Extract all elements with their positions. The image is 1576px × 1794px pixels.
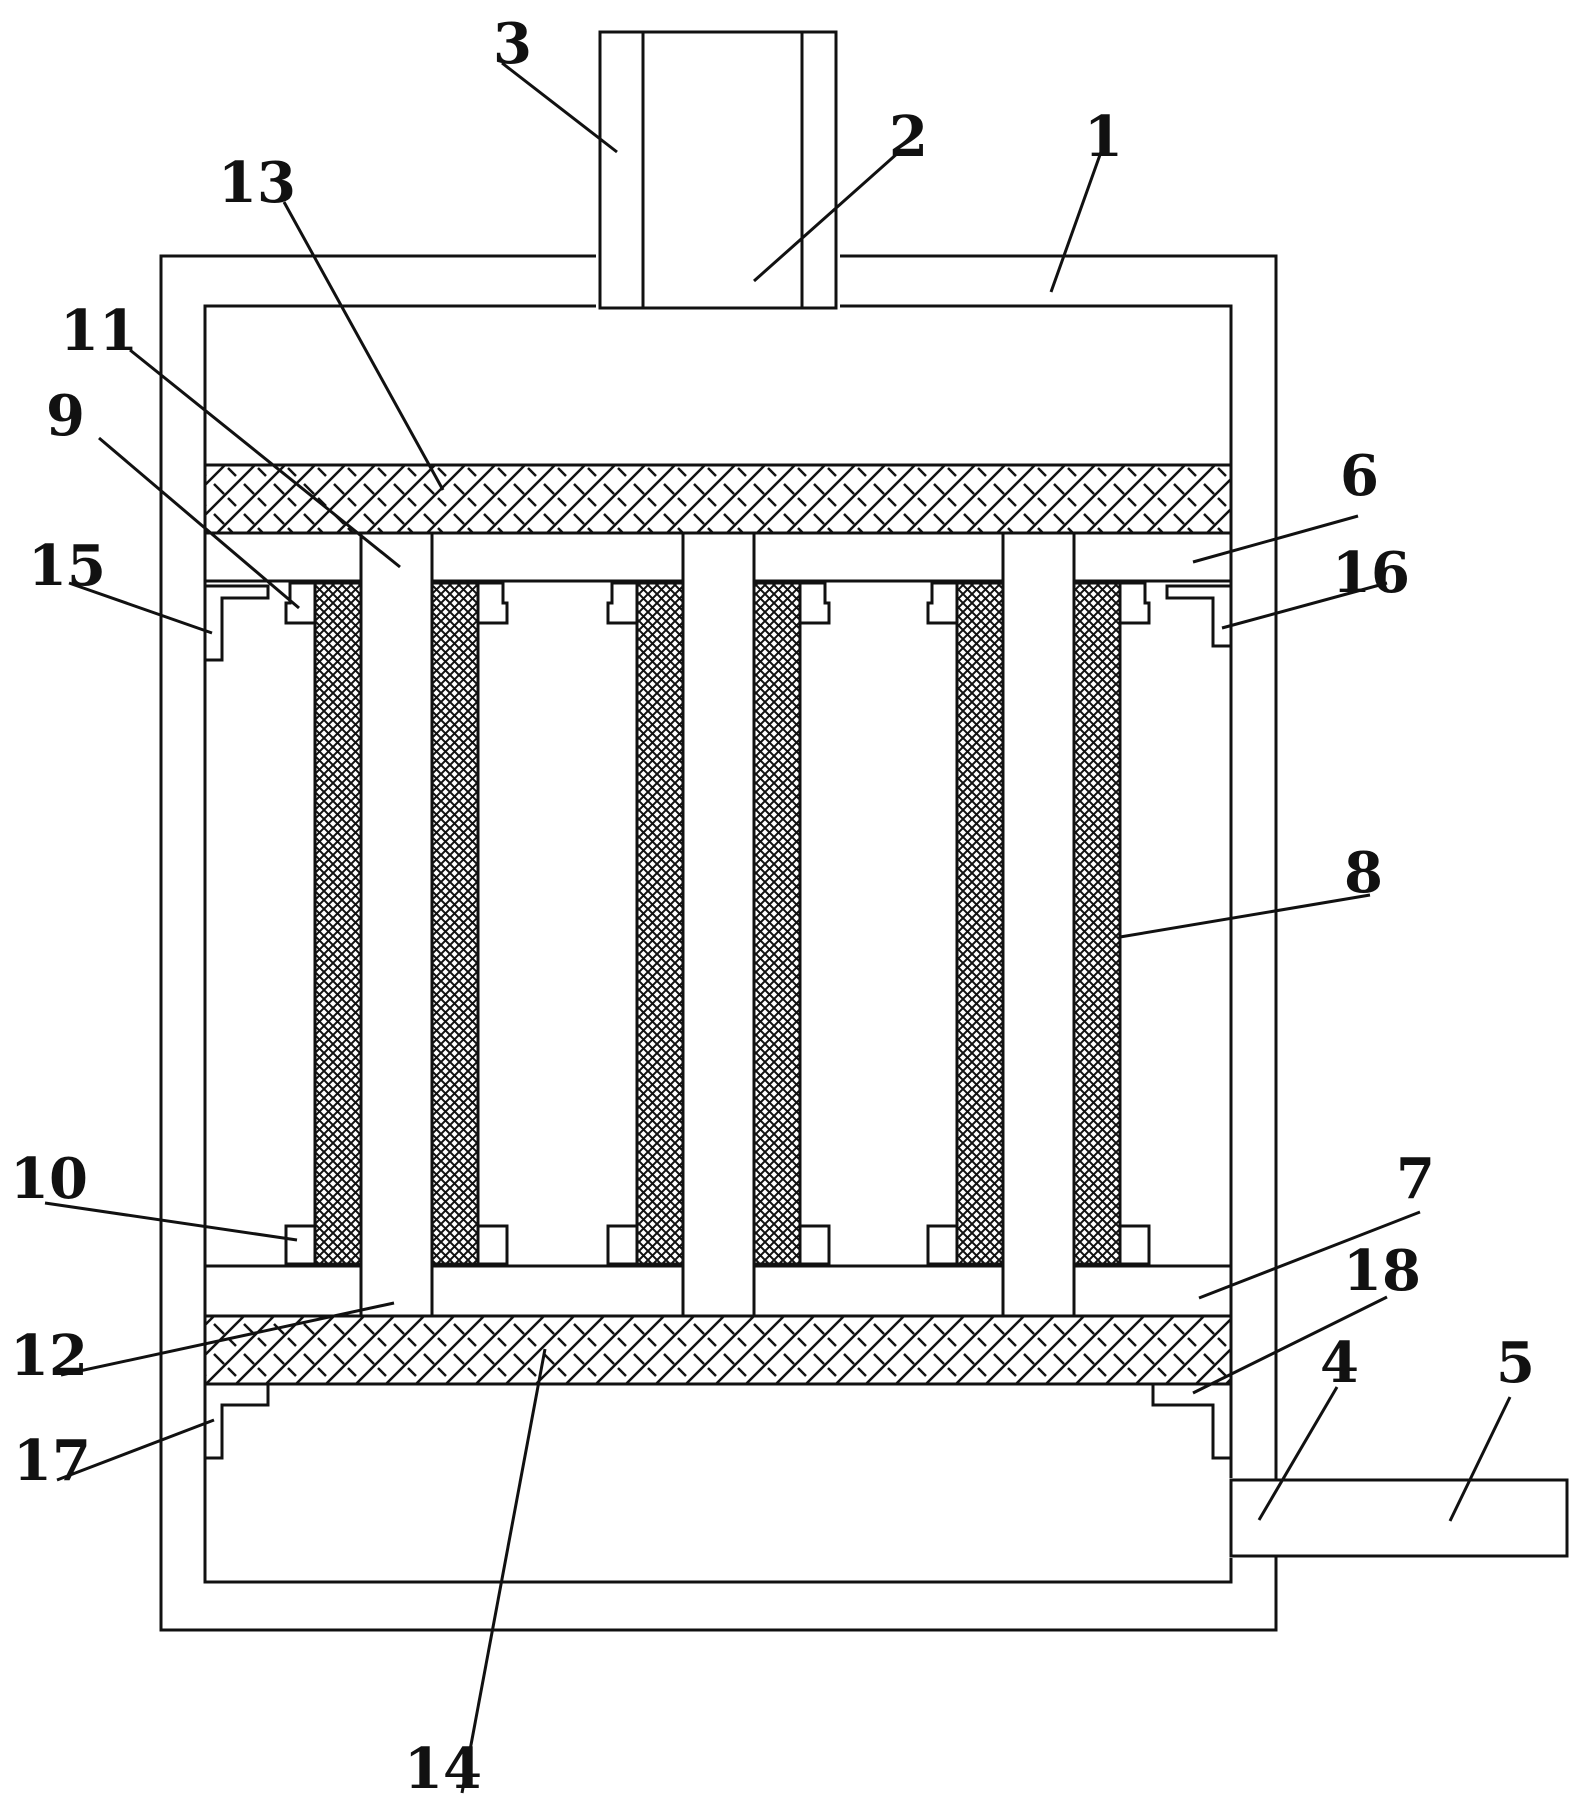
filter-elements (313, 581, 1122, 1266)
lower-hatched-plate (203, 1314, 1233, 1386)
label-2: 2 (889, 104, 928, 170)
leader-lines (44, 61, 1512, 1794)
outlet-pipe (1225, 1478, 1569, 1558)
label-15: 15 (28, 533, 106, 599)
label-4: 4 (1320, 1330, 1359, 1396)
vertical-tubes (359, 531, 1076, 1318)
label-6: 6 (1340, 443, 1379, 509)
label-18: 18 (1343, 1238, 1421, 1304)
upper-clamps (284, 581, 1151, 625)
label-14: 14 (404, 1736, 482, 1794)
lower-clamps (284, 1224, 1151, 1266)
label-10: 10 (10, 1146, 88, 1212)
wall-brackets (205, 584, 1231, 1460)
label-12: 12 (10, 1323, 88, 1389)
label-11: 11 (60, 298, 138, 364)
label-9: 9 (46, 383, 85, 449)
label-17: 17 (13, 1428, 91, 1494)
label-7: 7 (1396, 1146, 1435, 1212)
label-8: 8 (1344, 840, 1383, 906)
part-labels: 3 2 1 13 11 9 15 6 16 8 10 7 18 12 4 5 1… (10, 11, 1535, 1794)
label-13: 13 (218, 150, 296, 216)
label-16: 16 (1332, 540, 1410, 606)
upper-hatched-plate (203, 463, 1233, 535)
label-3: 3 (493, 11, 532, 77)
inlet-pipe (596, 30, 840, 310)
label-5: 5 (1496, 1330, 1535, 1396)
label-1: 1 (1084, 104, 1123, 170)
